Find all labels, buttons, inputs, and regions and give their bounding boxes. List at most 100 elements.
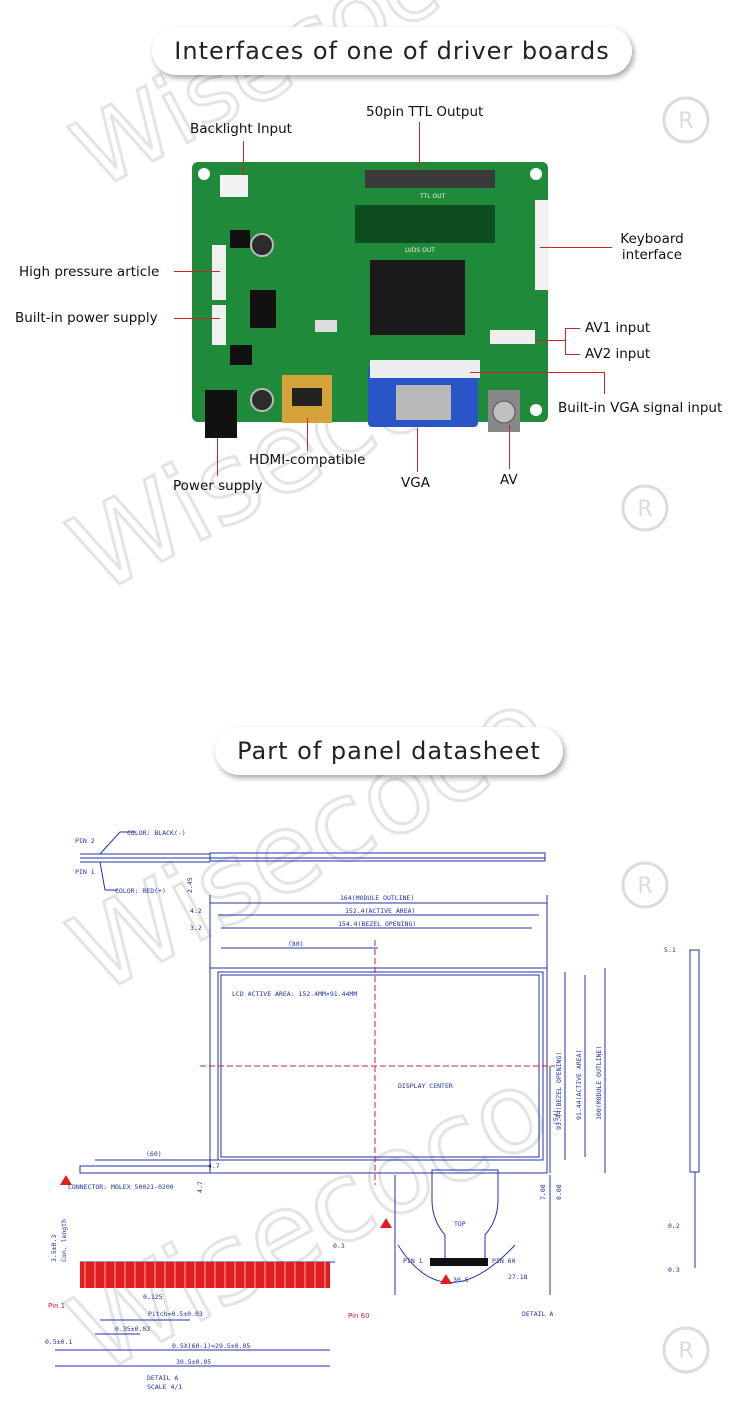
warning-icon: [60, 1175, 72, 1185]
section-title-interfaces: Interfaces of one of driver boards: [152, 27, 632, 75]
inductor: [230, 345, 252, 365]
registered-mark-letter: R: [637, 497, 652, 522]
warning-icon: [380, 1218, 392, 1228]
leader-high-pressure: [174, 271, 220, 272]
dwg-side-0-3: 0.3: [668, 1266, 680, 1274]
ttl-connector: [365, 170, 495, 188]
dwg-con-length: Con. length: [60, 1219, 68, 1262]
capacitor: [250, 233, 274, 257]
registered-mark-icon: [621, 484, 669, 532]
registered-mark-icon: [662, 96, 710, 144]
dwg-color-black: COLOR: BLACK(-): [127, 829, 186, 837]
pin-header: [355, 205, 495, 243]
dwg-4-7: 4.7: [196, 1181, 204, 1193]
label-high-pressure: High pressure article: [19, 264, 160, 280]
label-backlight-input: Backlight Input: [190, 121, 292, 137]
driver-board-photo: TTL OUT LVDS OUT: [192, 162, 549, 438]
dwg-3-5: 3.5±0.3: [50, 1235, 58, 1262]
leader-vga-signal-v: [604, 372, 605, 394]
dwg-fpc-pin60: PIN 60: [492, 1257, 516, 1265]
dwg-top: TOP: [454, 1220, 466, 1228]
mount-hole: [530, 404, 542, 416]
registered-mark-letter: R: [678, 109, 693, 134]
label-hdmi: HDMI-compatible: [249, 452, 366, 468]
dwg-color-red: COLOR: RED(+): [115, 887, 166, 895]
dwg-connector: CONNECTOR: MOLEX 50021-0200: [68, 1183, 174, 1191]
leader-red: [99, 861, 118, 891]
hdmi-port-opening: [292, 388, 322, 406]
label-ttl-output: 50pin TTL Output: [366, 104, 484, 120]
av-jack-face: [492, 400, 516, 424]
leader-keyboard: [540, 247, 612, 248]
dwg-detail-pin60: Pin 60: [348, 1312, 370, 1320]
leader-power-supply: [217, 438, 218, 476]
label-av: AV: [500, 472, 518, 488]
leader-vga: [417, 428, 418, 472]
leader-builtin-power: [174, 318, 220, 319]
dwg-lcd-active: LCD ACTIVE AREA: 152.4MM×91.44MM: [232, 990, 357, 998]
dwg-v-active: 91.44(ACTIVE AREA): [575, 1050, 583, 1120]
leader-black: [99, 831, 135, 855]
dwg-side-5-1: 5.1: [664, 946, 676, 954]
warning-markers: [60, 1175, 452, 1284]
section-title-text: Part of panel datasheet: [237, 737, 541, 765]
silk-lvds-out: LVDS OUT: [405, 247, 435, 254]
label-keyboard-interface: Keyboard interface: [620, 231, 684, 263]
capacitor: [250, 388, 274, 412]
side-view: [689, 949, 700, 1173]
fpc-contact-lines: [84, 1262, 326, 1288]
label-av1-input: AV1 input: [585, 320, 651, 336]
fpc-tail: [431, 1169, 499, 1266]
dwg-0-3: 0.3: [333, 1242, 345, 1250]
dwg-fpc-pin1: PIN 1: [403, 1257, 423, 1265]
leader-av1: [565, 328, 580, 329]
pressure-connector: [212, 245, 226, 300]
section-title-datasheet: Part of panel datasheet: [215, 727, 563, 775]
panel-datasheet-drawing: PIN 2 PIN 1 COLOR: BLACK(-) COLOR: RED(+…: [45, 829, 700, 1391]
dwg-side-0-2: 0.2: [668, 1222, 680, 1230]
keyboard-connector: [535, 200, 549, 290]
leader-ttl: [419, 122, 420, 167]
dwg-active-area: 152.4(ACTIVE AREA): [345, 907, 415, 915]
dwg-80: (80): [288, 940, 304, 948]
dwg-4-2: 4.2: [190, 907, 202, 915]
warning-icon: [440, 1274, 452, 1284]
dwg-formula: 0.5X(60-1)=29.5±0.05: [172, 1342, 250, 1350]
label-builtin-power: Built-in power supply: [15, 310, 158, 326]
fpc-strip-body: [209, 852, 546, 862]
av-connector: [490, 330, 535, 344]
power-connector: [212, 305, 226, 345]
dwg-display-center: DISPLAY CENTER: [398, 1082, 453, 1090]
leader-hdmi: [307, 418, 308, 451]
dwg-0-5: 0.5±0.1: [45, 1338, 72, 1346]
dwg-3-2: 3.2: [190, 924, 202, 932]
crystal: [315, 320, 337, 332]
leader-av: [535, 340, 565, 341]
dwg-pitch: Pitch=0.5±0.03: [148, 1310, 203, 1318]
vga-header: [370, 360, 480, 378]
dwg-8-08: 8.08: [555, 1184, 563, 1200]
dwg-bezel-opening: 154.4(BEZEL OPENING): [338, 920, 416, 928]
dc-jack: [205, 390, 237, 438]
dwg-0-35: 0.35±0.03: [115, 1325, 150, 1333]
dwg-detail: DETAIL A: [147, 1374, 178, 1382]
dwg-v-bezel: 93.44(BEZEL OPENING): [555, 1052, 563, 1130]
dwg-60: (60): [146, 1150, 162, 1158]
dwg-pin1: PIN 1: [75, 868, 95, 876]
dwg-27-18: 27.18: [508, 1273, 528, 1281]
mount-hole: [198, 168, 210, 180]
fpc-contact-strip: [430, 1258, 488, 1266]
label-av2-input: AV2 input: [585, 346, 651, 362]
dwg-30-5: 30.5: [453, 1276, 469, 1284]
vga-port-shell: [396, 385, 451, 420]
label-power-supply: Power supply: [173, 478, 263, 494]
dwg-detail-pin1: Pin 1: [48, 1302, 65, 1310]
label-vga-signal: Built-in VGA signal input: [558, 400, 723, 416]
dwg-2-45: 2.45: [186, 877, 194, 893]
dwg-total: 30.5±0.05: [176, 1358, 211, 1366]
leader-av-jack: [509, 425, 510, 469]
mount-hole: [530, 168, 542, 180]
leader-backlight: [243, 141, 244, 175]
dwg-v-module: 100(MODULE OUTLINE): [595, 1046, 603, 1120]
regulator: [250, 290, 276, 328]
